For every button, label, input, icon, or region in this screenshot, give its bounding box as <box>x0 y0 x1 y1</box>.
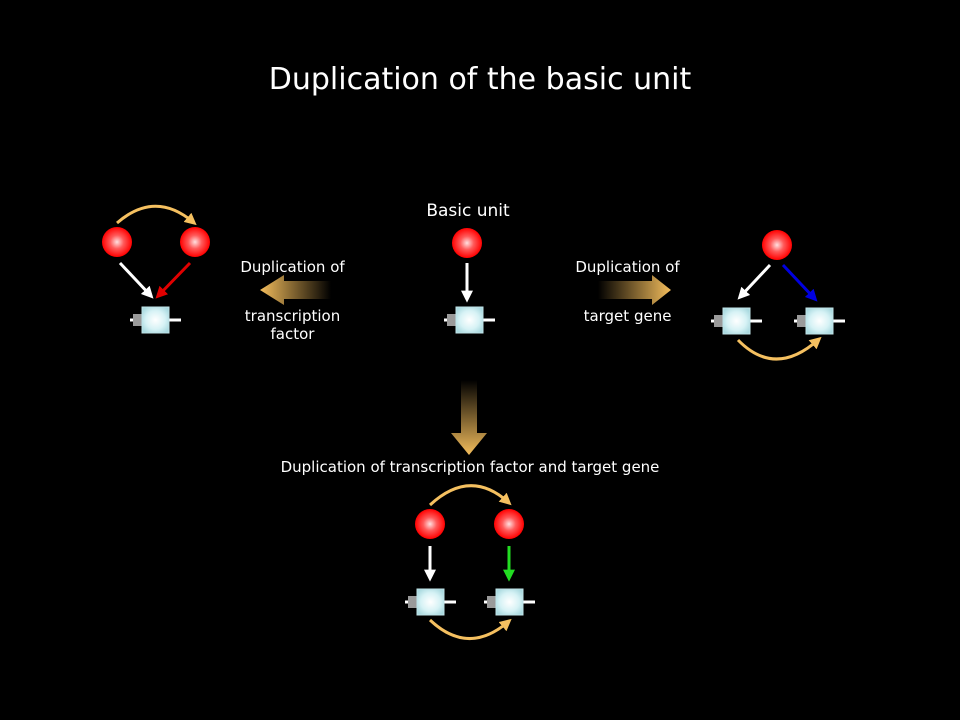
full-duplication-bottom-arc <box>428 618 512 640</box>
full-duplication-gene-a <box>403 587 458 617</box>
tf-duplication-node-b <box>180 227 210 257</box>
target-duplication-edge-blue <box>781 263 818 302</box>
tf-duplication-edge-red <box>155 261 192 299</box>
target-duplication-network <box>709 230 847 361</box>
tf-duplication-target-gene <box>128 305 183 335</box>
bottom-transition-label: Duplication of transcription factor and … <box>280 458 660 476</box>
target-duplication-gene-b <box>792 306 847 336</box>
basic-unit-tf-node <box>452 228 482 258</box>
basic-unit-target-gene <box>442 305 497 335</box>
bottom-transition-arrow <box>451 380 487 455</box>
full-duplication-node-a <box>415 509 445 539</box>
left-transition-label-line3: factor <box>270 325 315 343</box>
left-transition-label-line2: transcription <box>244 307 341 325</box>
left-transition-label-line1: Duplication of <box>240 258 345 276</box>
right-transition-label-line2: target gene <box>583 307 672 325</box>
target-duplication-feedback-arc <box>736 336 822 361</box>
right-transition-label-line1: Duplication of <box>575 258 680 276</box>
target-duplication-tf-node <box>762 230 792 260</box>
full-duplication-node-b <box>494 509 524 539</box>
tf-and-target-duplication-network <box>403 484 537 640</box>
basic-unit-label: Basic unit <box>426 201 510 221</box>
diagram-title: Duplication of the basic unit <box>268 62 692 97</box>
target-duplication-edge-white <box>737 263 772 300</box>
target-duplication-gene-a <box>709 306 764 336</box>
tf-duplication-node-a <box>102 227 132 257</box>
full-duplication-top-arc <box>428 484 512 507</box>
tf-duplication-feedback-arc <box>116 204 197 226</box>
tf-duplication-network <box>102 204 210 335</box>
left-transition-arrow <box>260 275 331 305</box>
full-duplication-gene-b <box>482 587 537 617</box>
tf-duplication-edge-white <box>118 261 154 299</box>
basic-unit <box>442 228 497 335</box>
right-transition-arrow <box>598 275 671 305</box>
